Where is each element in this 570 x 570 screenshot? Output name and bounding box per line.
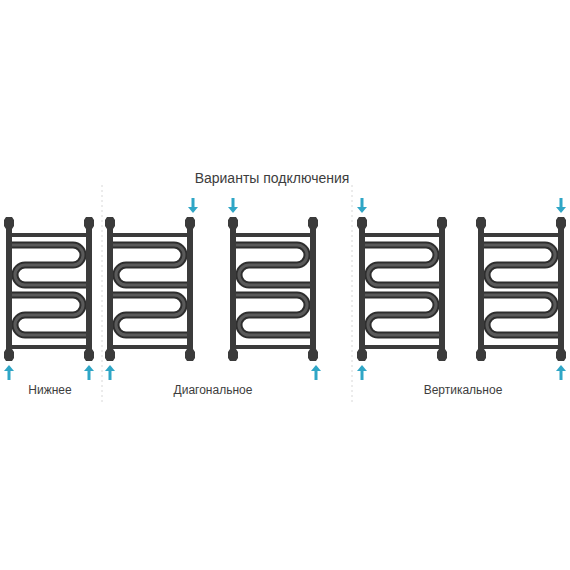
flow-arrow bbox=[105, 365, 115, 380]
radiator-figure bbox=[105, 217, 195, 361]
flow-arrow bbox=[311, 365, 321, 380]
radiator-figure bbox=[228, 217, 318, 361]
flow-arrow bbox=[228, 198, 238, 213]
diagram-title: Варианты подключения bbox=[195, 170, 350, 186]
variant-label: Нижнее bbox=[28, 383, 71, 397]
flow-arrow bbox=[556, 198, 566, 213]
separator bbox=[352, 185, 353, 405]
radiator-figure bbox=[4, 217, 94, 361]
variant-label: Вертикальное bbox=[424, 383, 503, 397]
flow-arrow bbox=[357, 365, 367, 380]
flow-arrow bbox=[357, 198, 367, 213]
flow-arrow bbox=[84, 365, 94, 380]
flow-arrow bbox=[188, 198, 198, 213]
flow-arrow bbox=[4, 365, 14, 380]
separator bbox=[102, 185, 103, 405]
radiator-figure bbox=[357, 217, 447, 361]
flow-arrow bbox=[556, 365, 566, 380]
radiator-figure bbox=[476, 217, 566, 361]
variant-label: Диагональное bbox=[174, 383, 253, 397]
